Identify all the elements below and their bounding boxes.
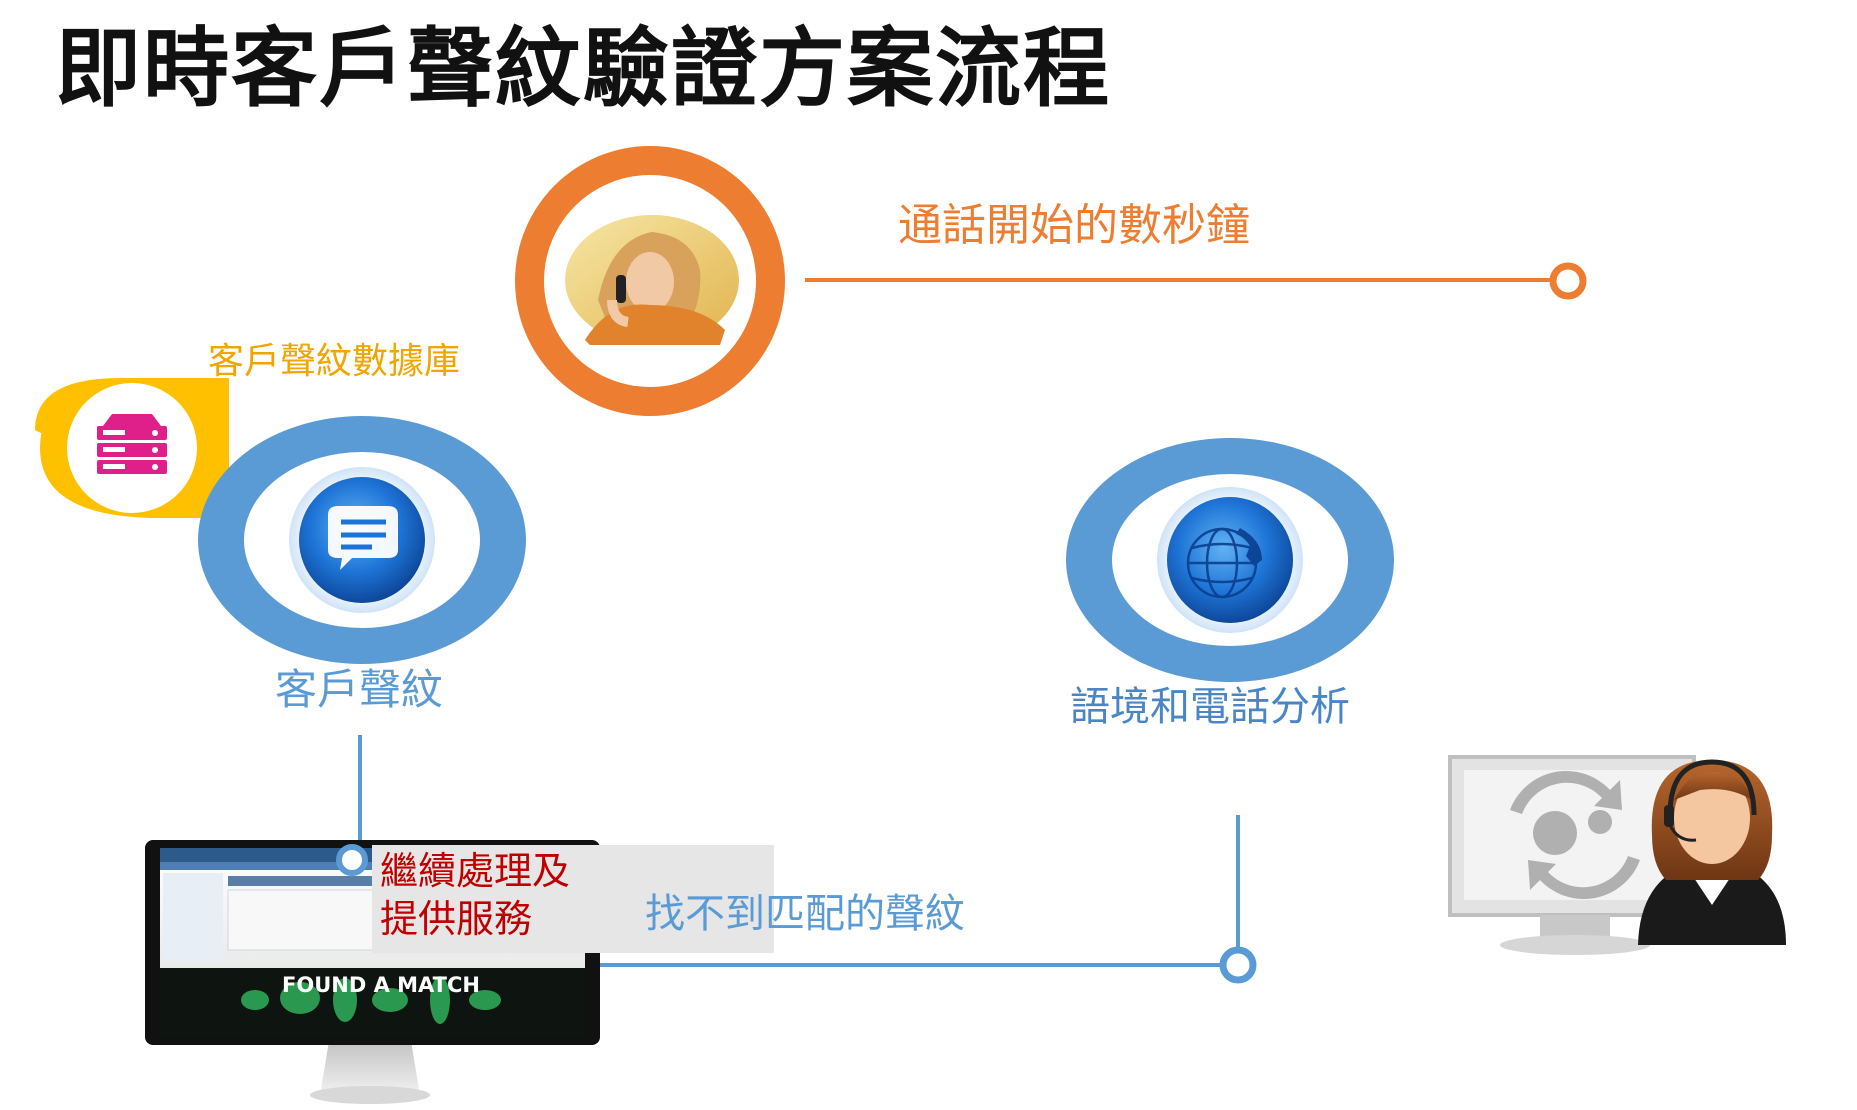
continue-service-label: 繼續處理及 提供服務 bbox=[380, 848, 570, 943]
page-title: 即時客戶聲紋驗證方案流程 bbox=[55, 19, 1111, 119]
woman-on-phone-photo bbox=[565, 215, 739, 345]
call-start-label: 通話開始的數秒鐘 bbox=[898, 200, 1250, 251]
no-match-label: 找不到匹配的聲紋 bbox=[645, 891, 965, 937]
waveform bbox=[241, 976, 501, 1024]
continue-line-1: 繼續處理及 bbox=[380, 849, 571, 893]
voiceprint-db-label: 客戶聲紋數據庫 bbox=[208, 341, 461, 382]
found-match-label: FOUND A MATCH bbox=[282, 973, 480, 997]
voiceprint-node bbox=[198, 416, 526, 664]
chat-bubble-icon bbox=[328, 506, 398, 570]
globe-phone-icon bbox=[1186, 527, 1262, 599]
context-analysis-node bbox=[1066, 438, 1394, 682]
gear-cycle-icon bbox=[1510, 771, 1640, 899]
continue-line-2: 提供服務 bbox=[380, 896, 533, 941]
call-node bbox=[515, 146, 785, 416]
call-center-agent-icon bbox=[1448, 755, 1786, 955]
server-icon bbox=[97, 414, 167, 474]
context-analysis-label: 語境和電話分析 bbox=[1070, 684, 1350, 730]
call-connector-end bbox=[1549, 262, 1587, 300]
continue-service-box bbox=[372, 845, 774, 953]
customer-voiceprint-label: 客戶聲紋 bbox=[275, 665, 444, 714]
voiceprint-db-bubble bbox=[35, 378, 229, 518]
no-match-node bbox=[1219, 946, 1257, 984]
